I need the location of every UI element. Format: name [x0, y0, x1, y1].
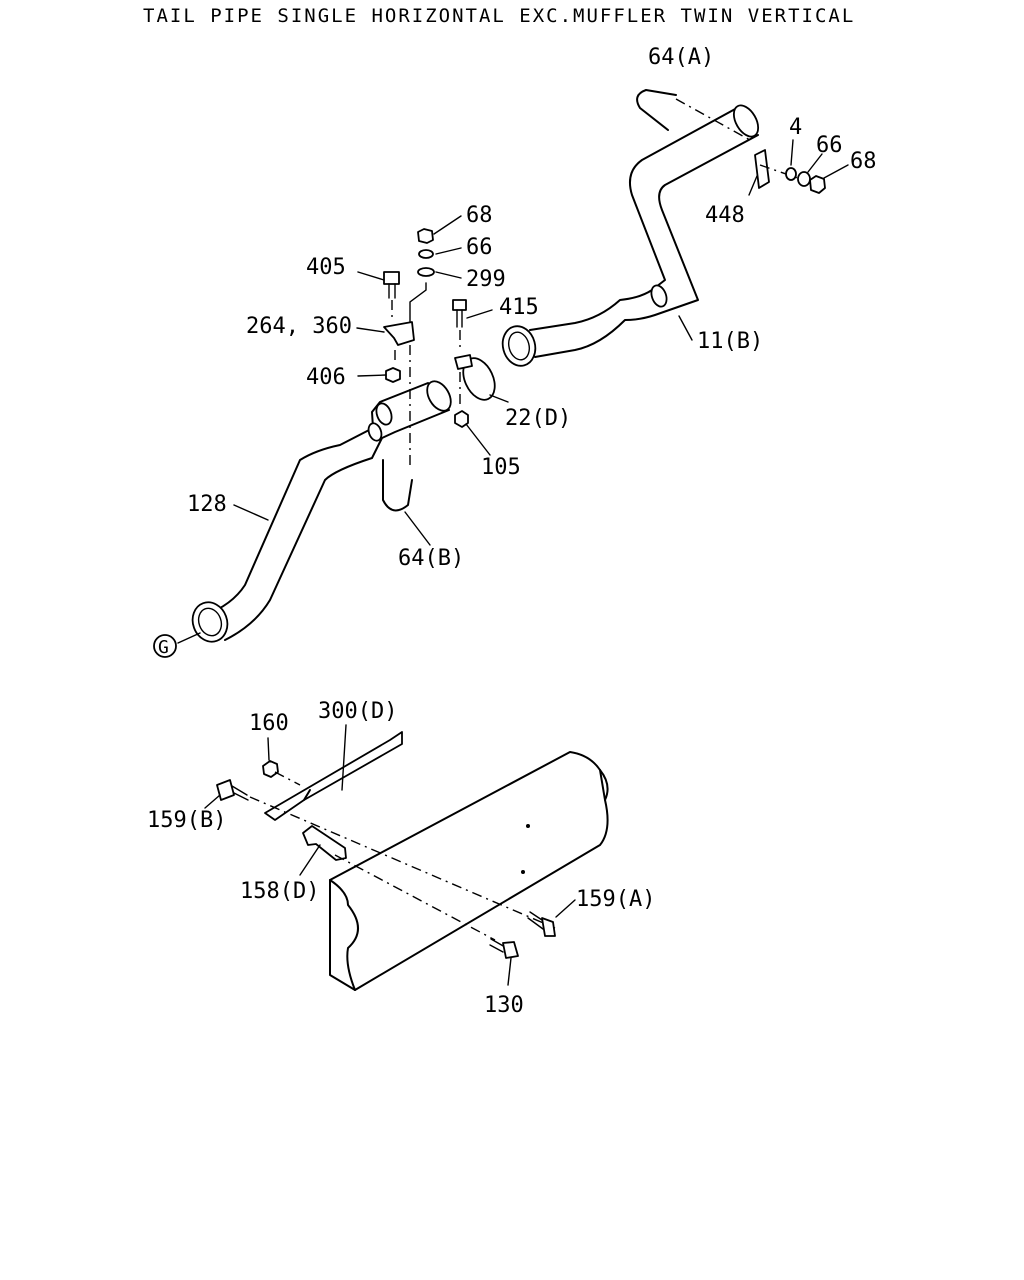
diagram-title: TAIL PIPE SINGLE HORIZONTAL EXC.MUFFLER …: [143, 5, 855, 27]
label-4: 4: [789, 115, 802, 140]
nut-68-top: [417, 228, 434, 244]
pipe-128: [191, 380, 452, 643]
label-158d: 158(D): [240, 879, 319, 904]
bracket-158d: [302, 825, 347, 861]
label-64a: 64(A): [648, 45, 714, 70]
label-159a: 159(A): [576, 887, 655, 912]
label-300d: 300(D): [318, 699, 397, 724]
label-160: 160: [249, 711, 289, 736]
callout-labels: 64(A) 4 66 68 448 68 66 299 405 415 264,…: [147, 45, 877, 1018]
frame-rail: [329, 751, 609, 991]
label-66-right: 66: [816, 133, 843, 158]
bolt-130: [489, 938, 519, 959]
bracket-264-360: [383, 321, 415, 346]
label-128: 128: [187, 492, 227, 517]
label-11b: 11(B): [697, 329, 763, 354]
label-415: 415: [499, 295, 539, 320]
washer-4: [785, 167, 797, 181]
nut-68-right: [809, 175, 826, 194]
nut-160: [262, 760, 279, 778]
label-448: 448: [705, 203, 745, 228]
label-68-top: 68: [466, 203, 493, 228]
u-bolt-64b: [382, 459, 413, 512]
nut-406: [385, 367, 401, 383]
label-159b: 159(B): [147, 808, 226, 833]
label-405: 405: [306, 255, 346, 280]
pipe-11b: [501, 104, 760, 367]
clamp-22d: [454, 354, 496, 401]
label-22d: 22(D): [505, 406, 571, 431]
label-66-top: 66: [466, 235, 493, 260]
label-68-right: 68: [850, 149, 877, 174]
label-299: 299: [466, 267, 506, 292]
bolt-405: [383, 271, 400, 322]
u-bolt-64a: [636, 89, 751, 141]
bolt-159b: [216, 779, 249, 801]
washer-299: [417, 267, 435, 277]
label-130: 130: [484, 993, 524, 1018]
washer-66-right: [797, 171, 811, 187]
bolt-415: [452, 299, 467, 352]
bolt-159a: [527, 911, 556, 937]
washer-66-top: [418, 249, 434, 259]
bracket-300d: [264, 731, 403, 821]
label-64b: 64(B): [398, 546, 464, 571]
reference-marker-g: [153, 634, 177, 658]
label-264-360: 264, 360: [246, 314, 352, 339]
label-g: G: [158, 637, 169, 658]
label-105: 105: [481, 455, 521, 480]
label-406: 406: [306, 365, 346, 390]
leader-lines: [177, 139, 849, 986]
nut-105: [454, 410, 469, 428]
